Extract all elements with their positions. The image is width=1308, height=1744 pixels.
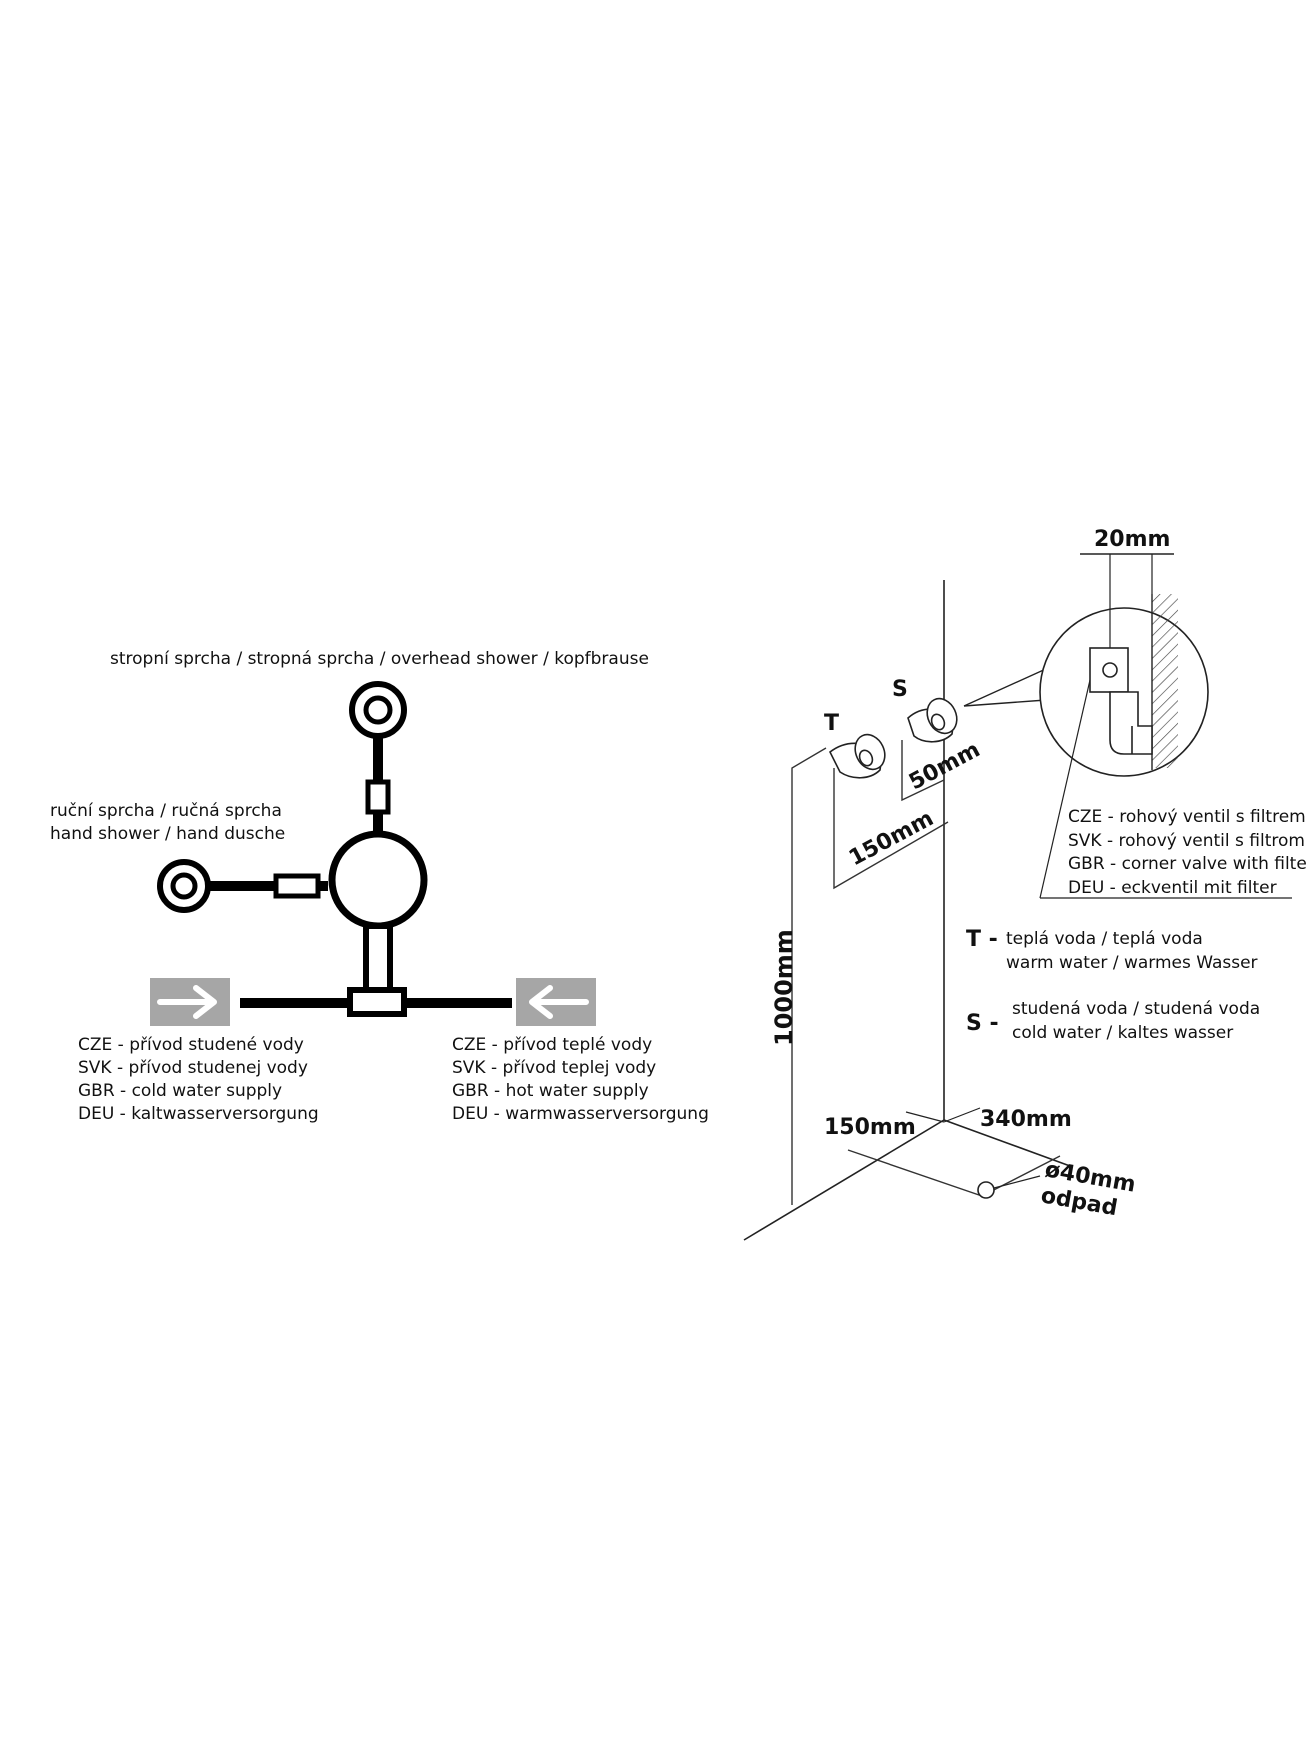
floor-dim-tick-150 <box>905 1111 945 1123</box>
cold-supply-arrow-icon <box>150 978 230 1026</box>
legend-t-line2: warm water / warmes Wasser <box>1006 953 1258 973</box>
hot-supply-cze: CZE - přívod teplé vody <box>452 1035 652 1055</box>
dim-1000mm: 1000mm <box>770 929 798 1046</box>
dim-340mm: 340mm <box>980 1107 1072 1132</box>
hand-shower-label-2: hand shower / hand dusche <box>50 824 285 844</box>
floor-edge-left <box>743 1119 945 1241</box>
dim-150mm-top: 150mm <box>845 806 938 871</box>
dim-50-line <box>901 740 945 802</box>
floor-dim-lines <box>847 1149 1061 1197</box>
cold-supply-deu: DEU - kaltwasserversorgung <box>78 1104 319 1124</box>
dim-150-top-line <box>833 768 949 890</box>
hand-shower-icon <box>157 859 211 913</box>
floor-edge-right <box>943 1119 1071 1167</box>
tee-connector <box>347 987 407 1017</box>
legend-warm-water: T - teplá voda / teplá voda warm water /… <box>966 927 1258 973</box>
drain-icon <box>977 1181 995 1199</box>
height-dimension-line <box>791 747 827 1205</box>
mixer-body <box>328 830 428 930</box>
valve-label-cze: CZE - rohový ventil s filtrem <box>1068 807 1306 827</box>
valve-label-svk: SVK - rohový ventil s filtrom <box>1068 831 1305 851</box>
hot-valve-icon <box>828 733 886 779</box>
hot-supply-arrow-icon <box>516 978 596 1026</box>
hand-shower-label-1: ruční sprcha / ručná sprcha <box>50 801 282 821</box>
dim-20mm: 20mm <box>1094 527 1170 552</box>
overhead-shower-icon <box>349 681 407 739</box>
hot-supply-svk: SVK - přívod teplej vody <box>452 1058 656 1078</box>
hot-supply-deu: DEU - warmwasserversorgung <box>452 1104 709 1124</box>
cold-supply-gbr: GBR - cold water supply <box>78 1081 282 1101</box>
valve-label-gbr: GBR - corner valve with filter <box>1068 854 1308 874</box>
cold-valve-icon <box>907 697 958 743</box>
floor-dim-tick-340 <box>943 1107 981 1123</box>
mixer-schematic: stropní sprcha / stropná sprcha / overhe… <box>50 649 709 1124</box>
hot-supply-gbr: GBR - hot water supply <box>452 1081 649 1101</box>
installation-dimensions: 1000mm 150mm 50mm T S 20mm <box>743 527 1308 1241</box>
legend-t-line1: teplá voda / teplá voda <box>1006 929 1203 949</box>
callout-pointer-lower <box>963 699 1047 707</box>
hand-connector <box>273 873 321 899</box>
dim-150mm-bottom: 150mm <box>824 1115 916 1140</box>
valve-label-leader <box>1039 679 1091 899</box>
letter-t: T <box>824 711 839 736</box>
mixer-down-pipe <box>363 923 393 995</box>
overhead-connector <box>365 779 391 815</box>
corner-valve-label: CZE - rohový ventil s filtrem SVK - roho… <box>1068 807 1308 898</box>
legend-s-line2: cold water / kaltes wasser <box>1012 1023 1233 1043</box>
legend-t-key: T - <box>966 927 998 952</box>
valve-label-deu: DEU - eckventil mit filter <box>1068 878 1277 898</box>
drain-leader <box>993 1175 1041 1189</box>
cold-supply-svk: SVK - přívod studenej vody <box>78 1058 308 1078</box>
wall-hatch <box>1152 594 1178 768</box>
legend-s-key: S - <box>966 1011 999 1036</box>
callout-pointer-upper <box>963 667 1049 707</box>
overhead-shower-label: stropní sprcha / stropná sprcha / overhe… <box>110 649 649 669</box>
letter-s: S <box>892 677 908 702</box>
corner-valve-detail-icon <box>1089 647 1153 755</box>
legend-s-line1: studená voda / studená voda <box>1012 999 1260 1019</box>
cold-supply-cze: CZE - přívod studené vody <box>78 1035 304 1055</box>
legend-cold-water: S - studená voda / studená voda cold wat… <box>966 999 1260 1043</box>
hot-supply-text: CZE - přívod teplé vody SVK - přívod tep… <box>452 1035 709 1124</box>
cold-supply-text: CZE - přívod studené vody SVK - přívod s… <box>78 1035 319 1124</box>
